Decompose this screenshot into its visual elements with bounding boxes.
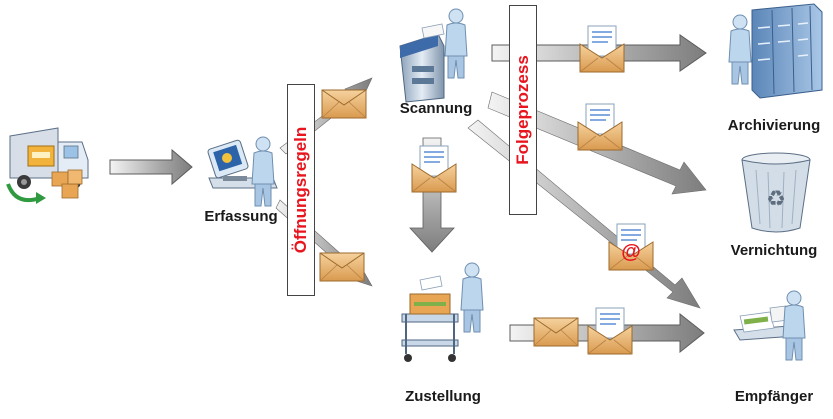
envelope-icon (579, 25, 625, 73)
envelope-icon (321, 89, 367, 119)
stage-folgeprozess-label: Folgeprozess (513, 55, 532, 165)
email-at-icon: @ (608, 223, 654, 271)
scanner-operator-icon (399, 8, 468, 103)
stage-oeffnungsregeln-label: Öffnungsregeln (291, 126, 310, 254)
stage-folgeprozess: Folgeprozess (509, 5, 537, 215)
workstation-operator-icon (207, 136, 278, 207)
svg-text:♻: ♻ (766, 187, 786, 212)
svg-text:@: @ (621, 241, 641, 263)
label-erfassung: Erfassung (204, 208, 278, 225)
mail-cart-courier-icon (401, 262, 484, 362)
label-archivierung: Archivierung (727, 117, 821, 134)
label-empfaenger: Empfänger (734, 388, 814, 405)
envelope-icon (577, 103, 623, 151)
label-scannung: Scannung (399, 100, 473, 117)
server-rack-operator-icon (728, 3, 823, 99)
recipient-desk-icon (733, 290, 806, 361)
label-zustellung: Zustellung (405, 388, 481, 405)
envelope-icon (319, 252, 365, 282)
delivery-truck-icon (6, 127, 89, 204)
envelope-icon (533, 317, 579, 347)
envelope-icon (411, 145, 457, 193)
stage-oeffnungsregeln: Öffnungsregeln (287, 84, 315, 296)
label-vernichtung: Vernichtung (730, 242, 818, 259)
arrow-truck-to-erfassung (109, 148, 193, 186)
envelope-icon (587, 307, 633, 355)
recycle-bin-icon: ♻ (741, 152, 811, 233)
